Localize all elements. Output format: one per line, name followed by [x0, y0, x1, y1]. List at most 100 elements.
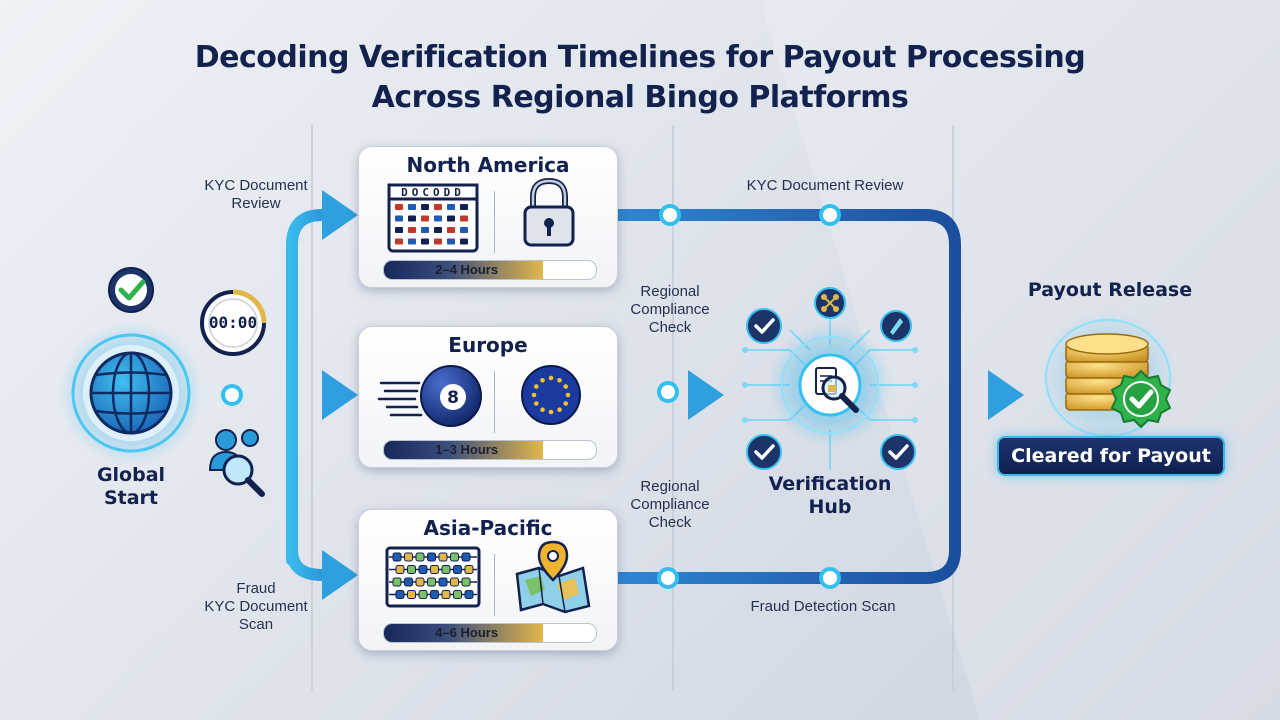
eu-star: [540, 407, 545, 413]
eu-star: [557, 377, 562, 383]
calendar-cell: [434, 204, 442, 210]
label-line: Scan: [238, 616, 274, 633]
calendar-cell: [434, 215, 442, 222]
shield-icon: [880, 310, 912, 342]
eu-star: [565, 392, 571, 398]
abacus-bead: [392, 552, 402, 562]
eu-star: [563, 401, 569, 406]
label-line: Review: [231, 195, 281, 212]
abacus-bead: [464, 590, 474, 599]
abacus-bead: [415, 577, 425, 587]
region-card-north-america: North America DOCODD 2–4 Hours: [358, 146, 618, 288]
label-fraud-detection-scan: Fraud Detection Scan: [750, 598, 896, 615]
global-start-label: Global Start: [81, 464, 181, 510]
duration-badge: 4–6 Hours: [383, 623, 597, 643]
eu-star: [533, 401, 539, 406]
abacus-bead: [464, 565, 474, 574]
abacus-bead: [395, 565, 405, 574]
eu-star: [531, 392, 537, 398]
label-line: Fraud: [236, 580, 276, 597]
label-line: Check: [648, 514, 692, 531]
eu-star: [540, 377, 545, 383]
calendar-cell: [460, 215, 468, 222]
eu-star: [563, 384, 569, 389]
calendar-cell: [447, 227, 455, 233]
hub-line-1: Verification: [768, 473, 892, 495]
global-start-line-1: Global: [96, 464, 166, 486]
region-title: Europe: [448, 333, 528, 357]
calendar-cell: [421, 204, 429, 210]
left-arrowheads: [322, 190, 358, 600]
calendar-cell: [460, 227, 468, 233]
calendar-cell: [447, 215, 455, 222]
abacus-bead: [430, 590, 439, 599]
background-wedge: [760, 0, 1280, 720]
title-line-2: Across Regional Bingo Platforms: [371, 80, 909, 115]
duration-text: 1–3 Hours: [435, 442, 499, 457]
abacus-bead: [430, 565, 439, 574]
abacus-bead: [438, 552, 448, 562]
abacus-icon: [385, 546, 481, 608]
check-circle-icon: [880, 434, 916, 470]
calendar-cell: [395, 204, 403, 210]
abacus-bead: [392, 577, 402, 587]
calendar-cell: [408, 238, 416, 245]
check-circle-icon: [746, 434, 782, 470]
cleared-for-payout-badge: Cleared for Payout: [997, 436, 1225, 476]
label-line: Regional: [640, 478, 700, 495]
duration-text: 4–6 Hours: [435, 625, 499, 640]
lock-icon: [523, 177, 575, 247]
label-line: Check: [648, 319, 692, 336]
label-line: KYC Document: [204, 598, 308, 615]
calendar-cell: [395, 238, 403, 245]
label-line: Compliance: [630, 301, 710, 318]
abacus-bead: [404, 577, 413, 587]
user-search-icon: [208, 429, 265, 497]
calendar-cell: [460, 204, 468, 210]
calendar-header: DOCODD: [401, 186, 465, 199]
left-flow: [184, 209, 336, 581]
map-pin-icon: [515, 540, 591, 614]
label-kyc-review-left: KYC Document Review: [186, 177, 326, 213]
abacus-bead: [461, 552, 471, 562]
duration-badge: 1–3 Hours: [383, 440, 597, 460]
timer-icon: [200, 289, 267, 356]
verification-hub-label: Verification Hub: [750, 473, 910, 519]
calendar-cell: [408, 215, 416, 222]
label-kyc-review-right: KYC Document Review: [746, 177, 904, 194]
calendar-cell: [421, 215, 429, 222]
abacus-bead: [427, 577, 436, 587]
duration-fill: [384, 624, 543, 642]
calendar-cell: [434, 238, 442, 245]
abacus-bead: [441, 590, 451, 599]
timer-readout: 00:00: [208, 313, 258, 332]
globe-icon: [59, 321, 203, 465]
duration-badge: 2–4 Hours: [383, 260, 597, 280]
check-circle-icon: [108, 267, 154, 313]
bingo-ball-number: 8: [447, 388, 459, 408]
bingo-ball-icon: 8: [377, 365, 482, 427]
global-start-line-2: Start: [103, 487, 159, 509]
flow-nodes: [221, 204, 841, 589]
abacus-bead: [418, 590, 428, 599]
abacus-bead: [427, 552, 436, 562]
abacus-bead: [404, 552, 413, 562]
calendar-cell: [434, 227, 442, 233]
calendar-cell: [395, 215, 403, 222]
network-icon: [814, 287, 846, 319]
page-title: Decoding Verification Timelines for Payo…: [0, 38, 1280, 118]
duration-fill: [384, 441, 543, 459]
region-title: North America: [406, 153, 570, 177]
payout-release-title: Payout Release: [1027, 279, 1193, 301]
label-line: Regional: [640, 283, 700, 300]
abacus-bead: [450, 552, 459, 562]
calendar-cell: [408, 204, 416, 210]
hub-line-2: Hub: [808, 496, 852, 518]
abacus-bead: [418, 565, 428, 574]
label-compliance-check-2: Regional Compliance Check: [610, 478, 730, 532]
region-card-europe: Europe 8 1–3 Hours: [358, 326, 618, 468]
duration-fill: [384, 261, 543, 279]
eu-star: [548, 409, 554, 415]
abacus-bead: [407, 565, 416, 574]
